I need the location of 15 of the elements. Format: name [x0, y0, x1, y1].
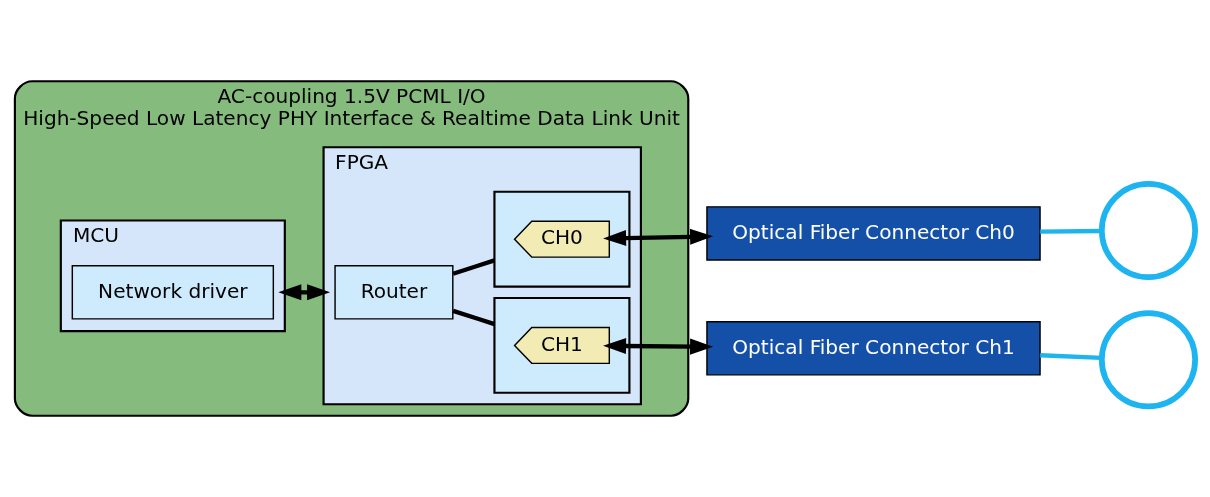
node-box: Router	[334, 265, 454, 320]
arrow	[278, 284, 331, 301]
connector	[452, 308, 496, 327]
node-circle	[1098, 181, 1198, 281]
connector	[1040, 228, 1102, 234]
cluster	[493, 190, 631, 288]
connector	[1040, 353, 1102, 360]
cluster	[493, 296, 631, 394]
node-box: Optical Fiber Connector Ch1	[706, 321, 1041, 376]
node-box: Optical Fiber Connector Ch0	[706, 206, 1041, 261]
arrow	[603, 228, 714, 247]
node-circle	[1098, 310, 1198, 410]
connector	[452, 258, 496, 276]
arrow	[603, 337, 714, 355]
node-box: Network driver	[71, 265, 275, 320]
